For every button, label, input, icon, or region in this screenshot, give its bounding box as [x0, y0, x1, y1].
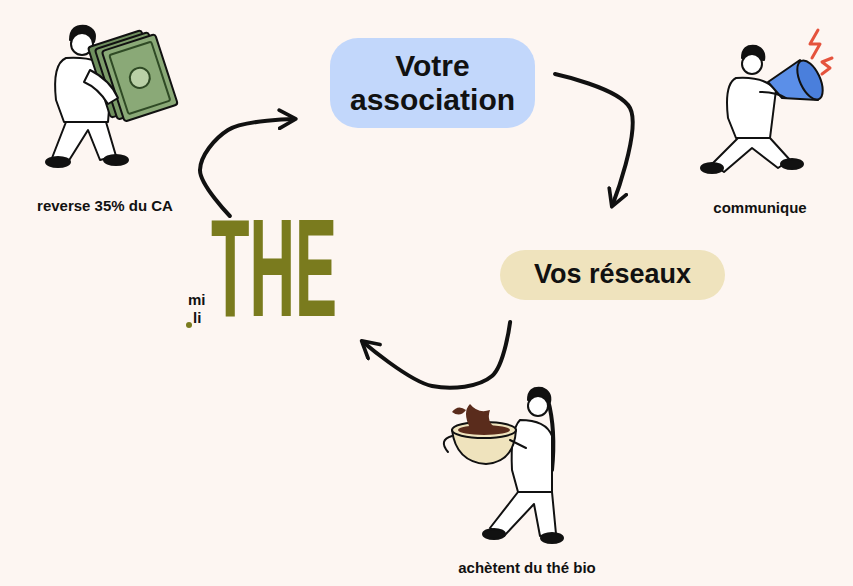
tea-person-illustration [444, 388, 563, 543]
cycle-arrow [555, 74, 633, 205]
megaphone-person-illustration [701, 30, 832, 173]
cycle-arrow [363, 322, 510, 388]
network-pill: Vos réseaux [500, 250, 725, 300]
node-label: Votre association [340, 49, 525, 116]
association-box: Votre association [330, 38, 535, 128]
logo-text: li [193, 310, 201, 325]
edge-label: communique [713, 199, 806, 216]
logo-text: mi [188, 292, 206, 307]
money-person-illustration [46, 26, 178, 167]
node-label: Vos réseaux [534, 260, 691, 290]
logo-dot [186, 322, 192, 328]
brand-logo: miliTHE [185, 222, 345, 334]
edge-label: reverse 35% du CA [37, 197, 173, 214]
edge-label: achètent du thé bio [458, 559, 596, 576]
logo-text: THE [211, 198, 337, 338]
